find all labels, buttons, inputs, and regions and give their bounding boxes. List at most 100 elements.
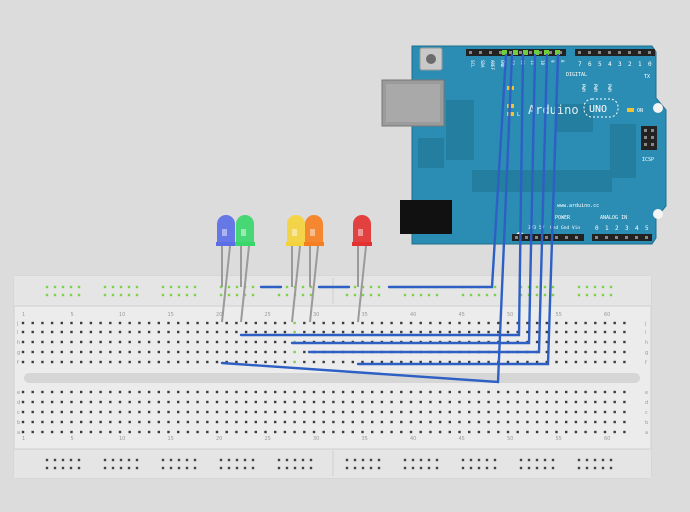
breadboard-hole	[409, 390, 413, 394]
header-pin	[549, 51, 552, 54]
breadboard-hole	[332, 400, 335, 404]
breadboard-hole	[545, 390, 548, 394]
rail-hole	[69, 466, 73, 470]
breadboard-hole	[448, 360, 451, 364]
header-pin	[535, 236, 538, 239]
column-number: 30	[313, 436, 319, 442]
breadboard-hole	[565, 420, 568, 424]
breadboard-hole	[80, 400, 83, 404]
breadboard-hole	[594, 420, 597, 424]
breadboard-hole	[21, 321, 25, 325]
wire-pin-13	[220, 53, 514, 384]
rail-hole	[69, 285, 73, 289]
rail-hole	[435, 466, 439, 470]
header-pin	[515, 236, 518, 239]
breadboard-hole	[555, 321, 558, 325]
breadboard-hole	[215, 321, 219, 325]
breadboard-hole	[99, 390, 102, 394]
rail-hole	[519, 285, 523, 289]
breadboard-hole	[380, 430, 384, 434]
breadboard-hole	[80, 321, 83, 325]
breadboard-hole	[535, 390, 539, 394]
breadboard-hole	[80, 410, 83, 414]
rail-hole	[435, 458, 439, 462]
breadboard-hole	[235, 321, 238, 325]
rail-hole	[427, 293, 431, 297]
breadboard-hole	[138, 321, 141, 325]
breadboard-hole	[574, 390, 578, 394]
icsp-pin	[644, 129, 647, 132]
breadboard-hole	[177, 340, 180, 344]
rail-hole	[377, 285, 381, 289]
breadboard-hole	[225, 390, 228, 394]
breadboard-hole	[293, 430, 296, 434]
breadboard-hole	[565, 390, 568, 394]
breadboard-hole	[147, 390, 151, 394]
breadboard-hole	[603, 350, 607, 354]
breadboard-hole	[429, 400, 432, 404]
wire-pin-10	[307, 53, 549, 354]
breadboard-hole	[419, 420, 422, 424]
rail-hole	[301, 466, 305, 470]
rail-hole	[227, 293, 231, 297]
breadboard-hole	[584, 420, 587, 424]
breadboard-hole	[312, 321, 316, 325]
digital-pin-label: 8	[560, 60, 565, 63]
breadboard-hole	[186, 330, 190, 334]
breadboard-hole	[41, 400, 44, 404]
breadboard-hole	[128, 321, 131, 325]
breadboard-hole	[70, 321, 73, 325]
row-letter: j	[16, 321, 18, 327]
rail-hole	[585, 466, 589, 470]
breadboard-hole	[109, 340, 112, 344]
breadboard-hole	[167, 400, 170, 404]
breadboard-hole	[206, 400, 209, 404]
breadboard-hole	[516, 330, 519, 334]
rail-hole	[369, 466, 373, 470]
breadboard-hole	[565, 350, 568, 354]
rail-hole	[377, 293, 381, 297]
breadboard-hole	[80, 340, 83, 344]
breadboard-hole	[448, 410, 451, 414]
orange-led	[304, 215, 324, 246]
breadboard-hole	[264, 390, 267, 394]
column-number: 15	[168, 436, 174, 442]
breadboard-hole	[147, 340, 151, 344]
breadboard-hole	[380, 410, 384, 414]
rail-hole	[111, 293, 115, 297]
breadboard-hole	[574, 340, 578, 344]
breadboard-hole	[371, 410, 374, 414]
breadboard-hole	[468, 360, 471, 364]
breadboard-hole	[50, 360, 54, 364]
breadboard-hole	[264, 430, 267, 434]
breadboard-hole	[390, 390, 393, 394]
breadboard-hole	[60, 350, 63, 354]
rail-hole	[277, 293, 281, 297]
header-pin	[509, 51, 512, 54]
breadboard-hole	[196, 390, 199, 394]
header-pin	[615, 236, 618, 239]
rail-hole	[519, 466, 523, 470]
rail-hole	[277, 466, 281, 470]
breadboard-hole	[138, 420, 141, 424]
rail-hole	[251, 466, 255, 470]
breadboard-hole	[535, 330, 539, 334]
breadboard-hole	[361, 430, 364, 434]
column-number: 50	[507, 312, 513, 318]
power-pin-label: Gnd	[550, 225, 558, 231]
breadboard-hole	[293, 350, 296, 354]
breadboard-hole	[196, 340, 199, 344]
breadboard-hole	[293, 330, 296, 334]
breadboard-hole	[526, 410, 529, 414]
row-letter: b	[17, 420, 20, 426]
breadboard-hole	[565, 400, 568, 404]
breadboard-hole	[21, 400, 25, 404]
breadboard-hole	[516, 430, 519, 434]
breadboard-hole	[438, 390, 442, 394]
rail-hole	[103, 285, 107, 289]
breadboard-hole	[380, 330, 384, 334]
breadboard-hole	[89, 321, 93, 325]
breadboard-hole	[390, 360, 393, 364]
breadboard-hole	[70, 410, 73, 414]
breadboard-hole	[535, 410, 539, 414]
